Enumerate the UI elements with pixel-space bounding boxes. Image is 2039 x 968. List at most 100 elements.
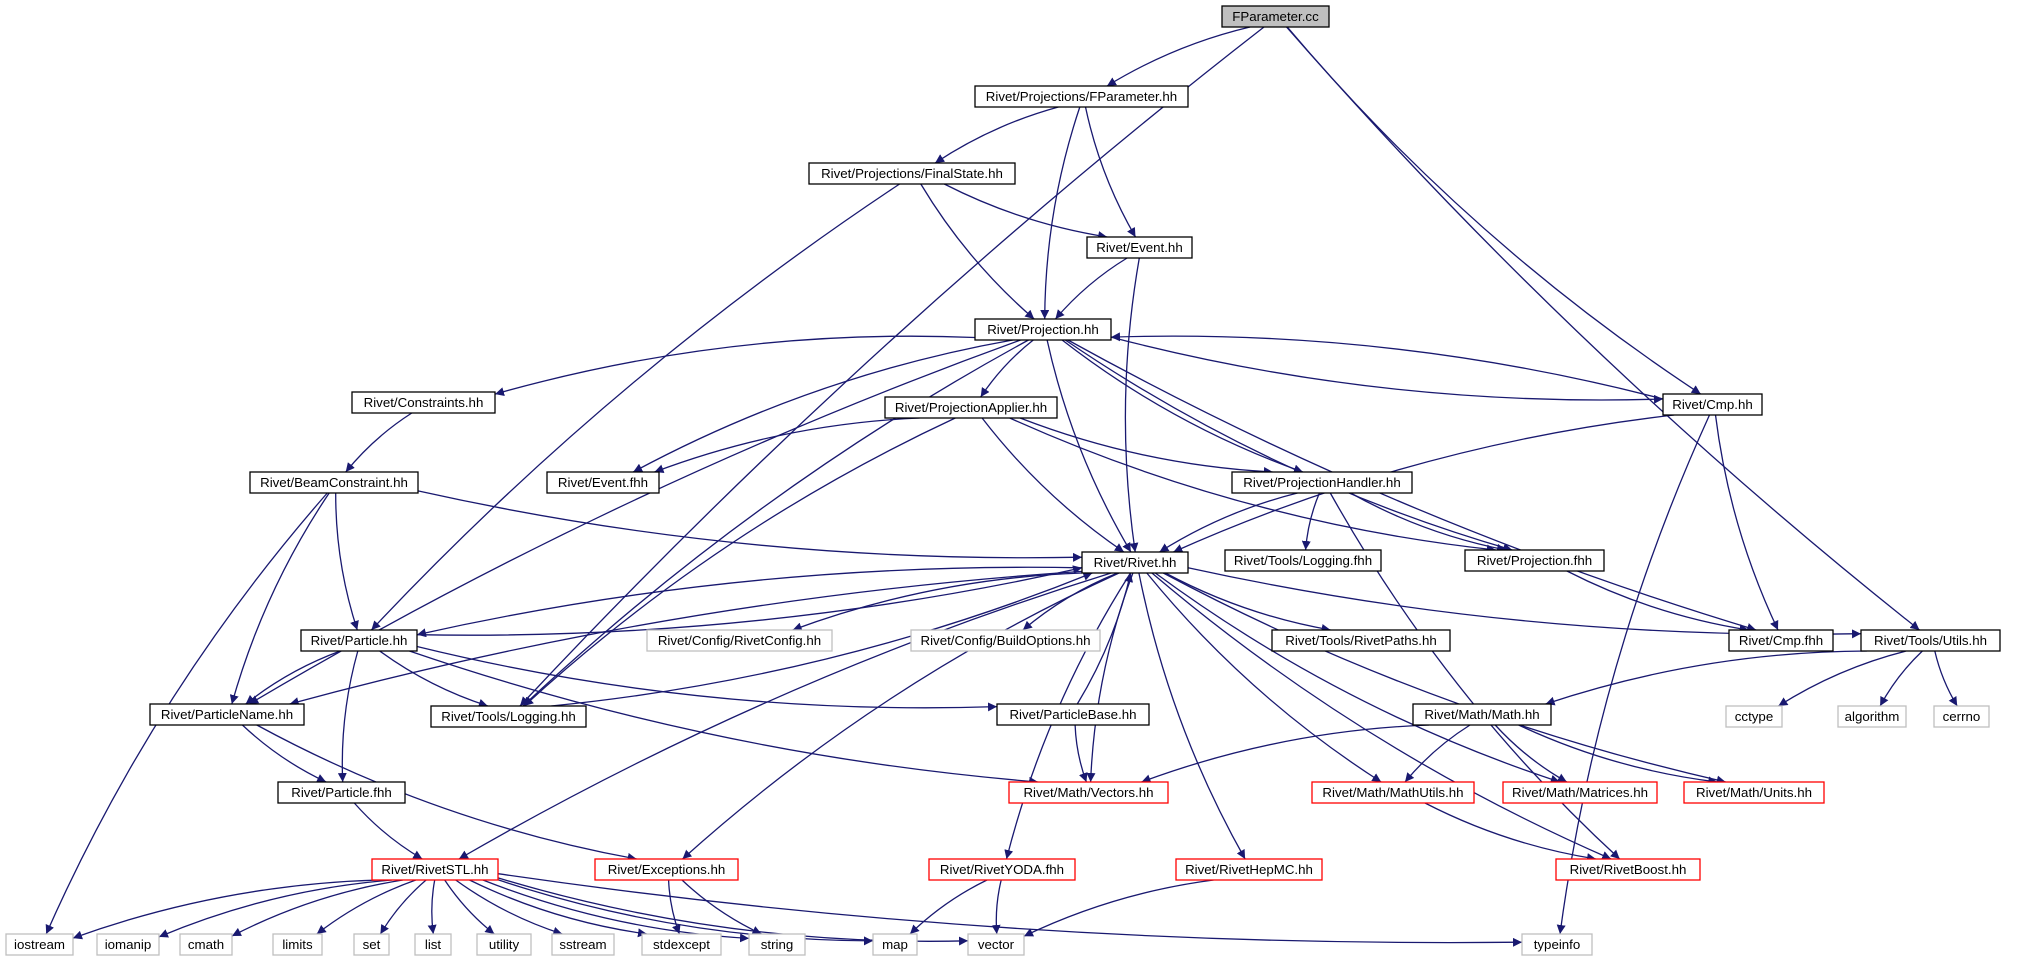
- node-math_mathutils_hh[interactable]: Rivet/Math/MathUtils.hh: [1311, 781, 1475, 804]
- edge-projhandler_hh-to-rivetboost_hh: [1329, 492, 1621, 860]
- node-utility[interactable]: utility: [476, 933, 532, 956]
- node-cmath[interactable]: cmath: [179, 933, 233, 956]
- edge-tools_logging_hh-to-rivet_hh: [551, 572, 1093, 707]
- edge-fparameter_cc-to-tools_logging_hh: [519, 26, 1265, 707]
- node-label-list: list: [425, 937, 442, 952]
- node-cmp_hh[interactable]: Rivet/Cmp.hh: [1662, 393, 1763, 416]
- node-map[interactable]: map: [872, 933, 918, 956]
- node-proj_finalstate[interactable]: Rivet/Projections/FinalState.hh: [808, 162, 1016, 185]
- node-label-event_fhh: Rivet/Event.fhh: [558, 475, 648, 490]
- edge-projection_hh-to-constraints_hh: [494, 335, 976, 396]
- node-tools_utils_hh[interactable]: Rivet/Tools/Utils.hh: [1860, 629, 2001, 652]
- edge-rivet_hh-to-exceptions_hh: [682, 572, 1120, 860]
- node-label-tools_logging_fhh: Rivet/Tools/Logging.fhh: [1234, 553, 1372, 568]
- node-label-map: map: [882, 937, 908, 952]
- edge-rivetstl_hh-to-map: [497, 879, 874, 946]
- node-box-iomanip: [96, 933, 160, 956]
- node-particle_fhh[interactable]: Rivet/Particle.fhh: [277, 781, 406, 804]
- node-box-map: [872, 933, 918, 956]
- node-box-projection_fhh: [1464, 549, 1605, 572]
- node-tools_logging_fhh[interactable]: Rivet/Tools/Logging.fhh: [1224, 549, 1382, 572]
- node-particle_hh[interactable]: Rivet/Particle.hh: [300, 629, 418, 652]
- node-buildoptions_hh[interactable]: Rivet/Config/BuildOptions.hh: [910, 629, 1101, 652]
- node-rivetconfig_hh[interactable]: Rivet/Config/RivetConfig.hh: [646, 629, 833, 652]
- node-beamconstraint_hh[interactable]: Rivet/BeamConstraint.hh: [249, 471, 419, 494]
- node-algorithm[interactable]: algorithm: [1837, 705, 1907, 728]
- node-projapplier_hh[interactable]: Rivet/ProjectionApplier.hh: [884, 396, 1058, 419]
- node-tools_logging_hh[interactable]: Rivet/Tools/Logging.hh: [430, 705, 587, 728]
- node-box-string: [748, 933, 806, 956]
- node-cctype[interactable]: cctype: [1725, 705, 1783, 728]
- node-box-event_fhh: [546, 471, 660, 494]
- edge-projapplier_hh-to-tools_logging_hh: [523, 417, 956, 707]
- node-event_hh[interactable]: Rivet/Event.hh: [1086, 236, 1193, 259]
- node-rivetpaths_hh[interactable]: Rivet/Tools/RivetPaths.hh: [1271, 629, 1451, 652]
- node-proj_fparam[interactable]: Rivet/Projections/FParameter.hh: [974, 85, 1189, 108]
- edge-particlename_hh-to-exceptions_hh: [256, 724, 637, 862]
- node-box-math_vectors_hh: [1008, 781, 1169, 804]
- node-math_vectors_hh[interactable]: Rivet/Math/Vectors.hh: [1008, 781, 1169, 804]
- node-box-exceptions_hh: [594, 858, 739, 881]
- edge-tools_utils_hh-to-algorithm: [1879, 650, 1923, 707]
- edge-rivetstl_hh-to-limits: [316, 879, 417, 935]
- node-sstream[interactable]: sstream: [551, 933, 615, 956]
- node-rivethepmc_hh[interactable]: Rivet/RivetHepMC.hh: [1175, 858, 1323, 881]
- edge-rivet_hh-to-rivetpaths_hh: [1165, 572, 1331, 633]
- node-box-buildoptions_hh: [910, 629, 1101, 652]
- edge-event_hh-to-rivet_hh: [1124, 257, 1140, 553]
- node-particlename_hh[interactable]: Rivet/ParticleName.hh: [149, 703, 305, 726]
- node-label-rivetconfig_hh: Rivet/Config/RivetConfig.hh: [658, 633, 821, 648]
- node-list[interactable]: list: [414, 933, 452, 956]
- edge-projection_hh-to-cmp_hh: [1110, 336, 1664, 404]
- node-box-tools_utils_hh: [1860, 629, 2001, 652]
- edge-proj_finalstate-to-projection_hh: [920, 183, 1035, 320]
- edge-rivet_hh-to-rivetconfig_hh: [792, 572, 1083, 632]
- edge-fparameter_cc-to-cmp_hh: [1286, 26, 1702, 395]
- edge-particlebase_hh-to-math_vectors_hh: [1074, 724, 1088, 783]
- node-fparameter_cc[interactable]: FParameter.cc: [1221, 5, 1330, 28]
- edge-particle_hh-to-particlename_hh: [245, 650, 341, 705]
- node-math_matrices_hh[interactable]: Rivet/Math/Matrices.hh: [1502, 781, 1658, 804]
- node-limits[interactable]: limits: [272, 933, 323, 956]
- node-vector[interactable]: vector: [967, 933, 1025, 956]
- node-box-beamconstraint_hh: [249, 471, 419, 494]
- node-rivet_hh[interactable]: Rivet/Rivet.hh: [1081, 551, 1189, 574]
- node-label-iostream: iostream: [14, 937, 65, 952]
- node-label-vector: vector: [978, 937, 1015, 952]
- node-box-limits: [272, 933, 323, 956]
- node-box-particlename_hh: [149, 703, 305, 726]
- node-iomanip[interactable]: iomanip: [96, 933, 160, 956]
- node-projection_fhh[interactable]: Rivet/Projection.fhh: [1464, 549, 1605, 572]
- node-constraints_hh[interactable]: Rivet/Constraints.hh: [351, 391, 496, 414]
- node-stdexcept[interactable]: stdexcept: [641, 933, 722, 956]
- edge-rivet_hh-to-rivetstl_hh: [458, 572, 1112, 860]
- node-projection_hh[interactable]: Rivet/Projection.hh: [974, 318, 1112, 341]
- node-box-particle_fhh: [277, 781, 406, 804]
- node-event_fhh[interactable]: Rivet/Event.fhh: [546, 471, 660, 494]
- node-cerrno[interactable]: cerrno: [1933, 705, 1990, 728]
- node-rivetyoda_fhh[interactable]: Rivet/RivetYODA.fhh: [928, 858, 1076, 881]
- node-label-math_vectors_hh: Rivet/Math/Vectors.hh: [1023, 785, 1153, 800]
- node-iostream[interactable]: iostream: [5, 933, 74, 956]
- node-typeinfo[interactable]: typeinfo: [1521, 933, 1593, 956]
- node-cmp_fhh[interactable]: Rivet/Cmp.fhh: [1728, 629, 1834, 652]
- node-particlebase_hh[interactable]: Rivet/ParticleBase.hh: [996, 703, 1150, 726]
- node-string[interactable]: string: [748, 933, 806, 956]
- node-exceptions_hh[interactable]: Rivet/Exceptions.hh: [594, 858, 739, 881]
- node-set[interactable]: set: [353, 933, 390, 956]
- edge-rivet_hh-to-rivethepmc_hh: [1138, 572, 1246, 860]
- edge-exceptions_hh-to-stdexcept: [667, 879, 681, 935]
- node-label-math_matrices_hh: Rivet/Math/Matrices.hh: [1512, 785, 1648, 800]
- node-rivetboost_hh[interactable]: Rivet/RivetBoost.hh: [1555, 858, 1701, 881]
- node-box-math_units_hh: [1683, 781, 1825, 804]
- node-math_math_hh[interactable]: Rivet/Math/Math.hh: [1412, 703, 1552, 726]
- node-math_units_hh[interactable]: Rivet/Math/Units.hh: [1683, 781, 1825, 804]
- node-box-tools_logging_hh: [430, 705, 587, 728]
- edge-beamconstraint_hh-to-particle_hh: [335, 492, 359, 631]
- node-projhandler_hh[interactable]: Rivet/ProjectionHandler.hh: [1231, 471, 1413, 494]
- node-label-iomanip: iomanip: [105, 937, 152, 952]
- node-label-particle_fhh: Rivet/Particle.fhh: [291, 785, 392, 800]
- node-rivetstl_hh[interactable]: Rivet/RivetSTL.hh: [371, 858, 499, 881]
- edge-rivetstl_hh-to-iostream: [72, 879, 380, 940]
